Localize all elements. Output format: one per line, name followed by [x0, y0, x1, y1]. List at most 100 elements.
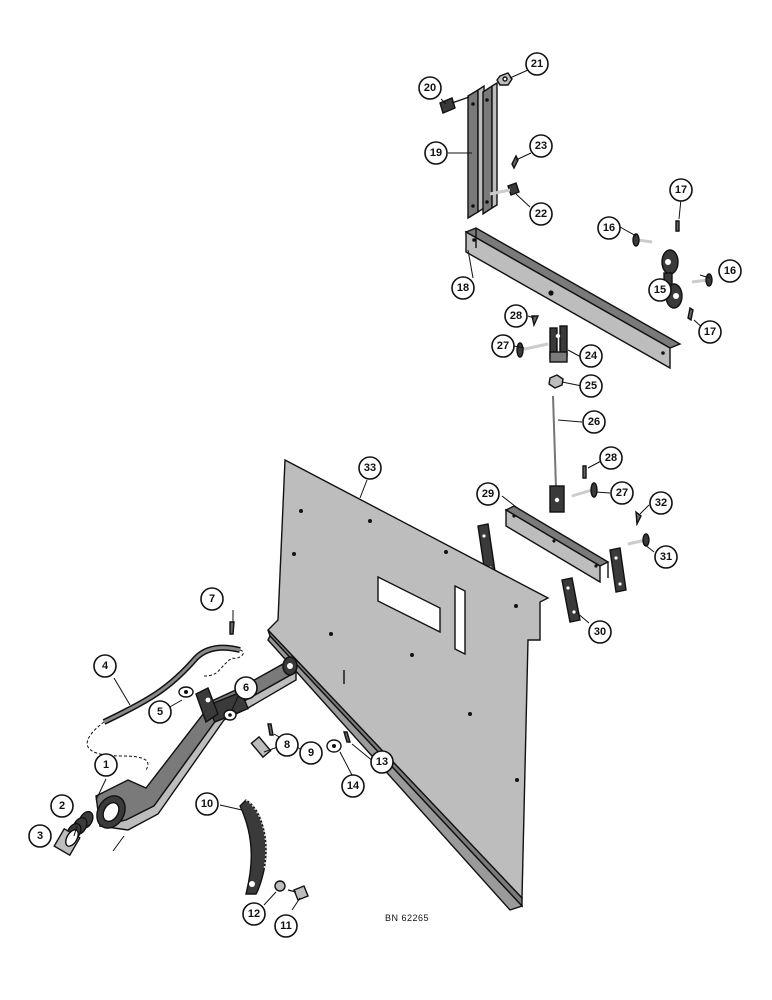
callout-number: 29: [482, 488, 494, 500]
callout-number: 9: [308, 747, 314, 759]
reference-number: BN 62265: [385, 913, 430, 923]
callout-26: 26: [582, 410, 606, 434]
callout-number: 14: [347, 780, 360, 792]
callout-number: 17: [704, 326, 716, 338]
plate-right: [609, 547, 627, 593]
callout-1: 1: [94, 753, 118, 777]
plate-30: [561, 577, 581, 623]
callout-number: 28: [510, 310, 522, 322]
callout-4: 4: [93, 654, 117, 678]
callout-33: 33: [358, 456, 382, 480]
callout-11: 11: [274, 914, 298, 938]
pin-27-lower: [571, 482, 598, 498]
callout-15: 15: [648, 278, 672, 302]
nut-12: [274, 880, 286, 892]
callout-number: 23: [535, 140, 547, 152]
callout-number: 33: [364, 462, 376, 474]
rod-4: [102, 644, 244, 725]
callout-31: 31: [654, 545, 678, 569]
callout-12: 12: [242, 902, 266, 926]
callout-number: 2: [59, 800, 65, 812]
callout-number: 27: [616, 487, 628, 499]
pin-16-upper: [632, 233, 653, 247]
callout-28-upper: 28: [504, 304, 528, 328]
callout-number: 12: [248, 908, 260, 920]
cotter-pin-7: [229, 621, 235, 635]
cotter-pin-13: [343, 731, 351, 743]
pin-22: [489, 182, 520, 196]
callout-number: 22: [535, 208, 547, 220]
callout-20: 20: [418, 76, 442, 100]
callout-10: 10: [195, 792, 219, 816]
callout-number: 10: [201, 798, 213, 810]
callout-number: 19: [430, 147, 442, 159]
callout-number: 25: [585, 380, 597, 392]
cotter-pin-9: [267, 723, 274, 736]
nut-21: [496, 72, 513, 86]
cotter-pin-28-lower: [582, 465, 587, 479]
callout-16-right: 16: [718, 259, 742, 283]
callout-number: 16: [603, 222, 615, 234]
callout-number: 31: [660, 551, 672, 563]
callout-number: 18: [457, 282, 469, 294]
callout-number: 32: [655, 497, 667, 509]
callout-number: 8: [284, 739, 290, 751]
callout-9: 9: [299, 741, 323, 765]
callout-27-lower: 27: [610, 481, 634, 505]
phantom-line: [86, 721, 149, 771]
callout-number: 17: [675, 184, 687, 196]
adjusting-rod-26: [549, 395, 565, 513]
pin-8: [250, 735, 272, 759]
callout-number: 15: [654, 284, 666, 296]
nut-25: [548, 374, 564, 389]
mounting-bar-29: [504, 505, 610, 584]
callout-25: 25: [579, 374, 603, 398]
cross-bar-18: [464, 227, 682, 370]
callout-number: 30: [594, 626, 606, 638]
callout-number: 13: [376, 756, 388, 768]
bolt-31: [627, 533, 650, 547]
quadrant-10: [239, 799, 267, 895]
callout-28-lower: 28: [599, 446, 623, 470]
cotter-pin-17-upper: [675, 220, 680, 232]
callout-number: 20: [424, 82, 436, 94]
callout-number: 24: [585, 350, 598, 362]
callout-number: 11: [280, 920, 292, 932]
callout-27-upper: 27: [491, 334, 515, 358]
callout-number: 4: [102, 660, 109, 672]
lever-1: [95, 656, 298, 831]
callout-5: 5: [148, 700, 172, 724]
callout-30: 30: [588, 620, 612, 644]
callout-2: 2: [50, 794, 74, 818]
callout-32: 32: [649, 491, 673, 515]
callout-number: 1: [103, 759, 109, 771]
cotter-pin-23: [511, 154, 519, 170]
link-bars-19: [467, 81, 498, 220]
callout-17-lower: 17: [698, 320, 722, 344]
cotter-pin-32: [635, 510, 642, 527]
callout-19: 19: [424, 141, 448, 165]
callout-number: 26: [588, 416, 600, 428]
callout-7: 7: [200, 587, 224, 611]
bolt-11: [287, 885, 309, 901]
callout-number: 6: [243, 682, 249, 694]
callout-8: 8: [275, 733, 299, 757]
callout-22: 22: [529, 202, 553, 226]
callout-24: 24: [579, 344, 603, 368]
callout-29: 29: [476, 482, 500, 506]
callout-6: 6: [234, 676, 258, 700]
callout-14: 14: [341, 774, 365, 798]
callout-number: 21: [531, 58, 543, 70]
callout-number: 5: [157, 706, 163, 718]
clevis-24: [549, 325, 568, 363]
pawl-5: [195, 687, 219, 724]
callout-number: 27: [497, 340, 509, 352]
cotter-pin-17-lower: [687, 306, 694, 322]
callout-23: 23: [529, 134, 553, 158]
callout-13: 13: [370, 750, 394, 774]
callout-21: 21: [525, 52, 549, 76]
callout-18: 18: [451, 276, 475, 300]
panel-33: [267, 458, 550, 911]
pin-27-upper: [516, 342, 549, 358]
